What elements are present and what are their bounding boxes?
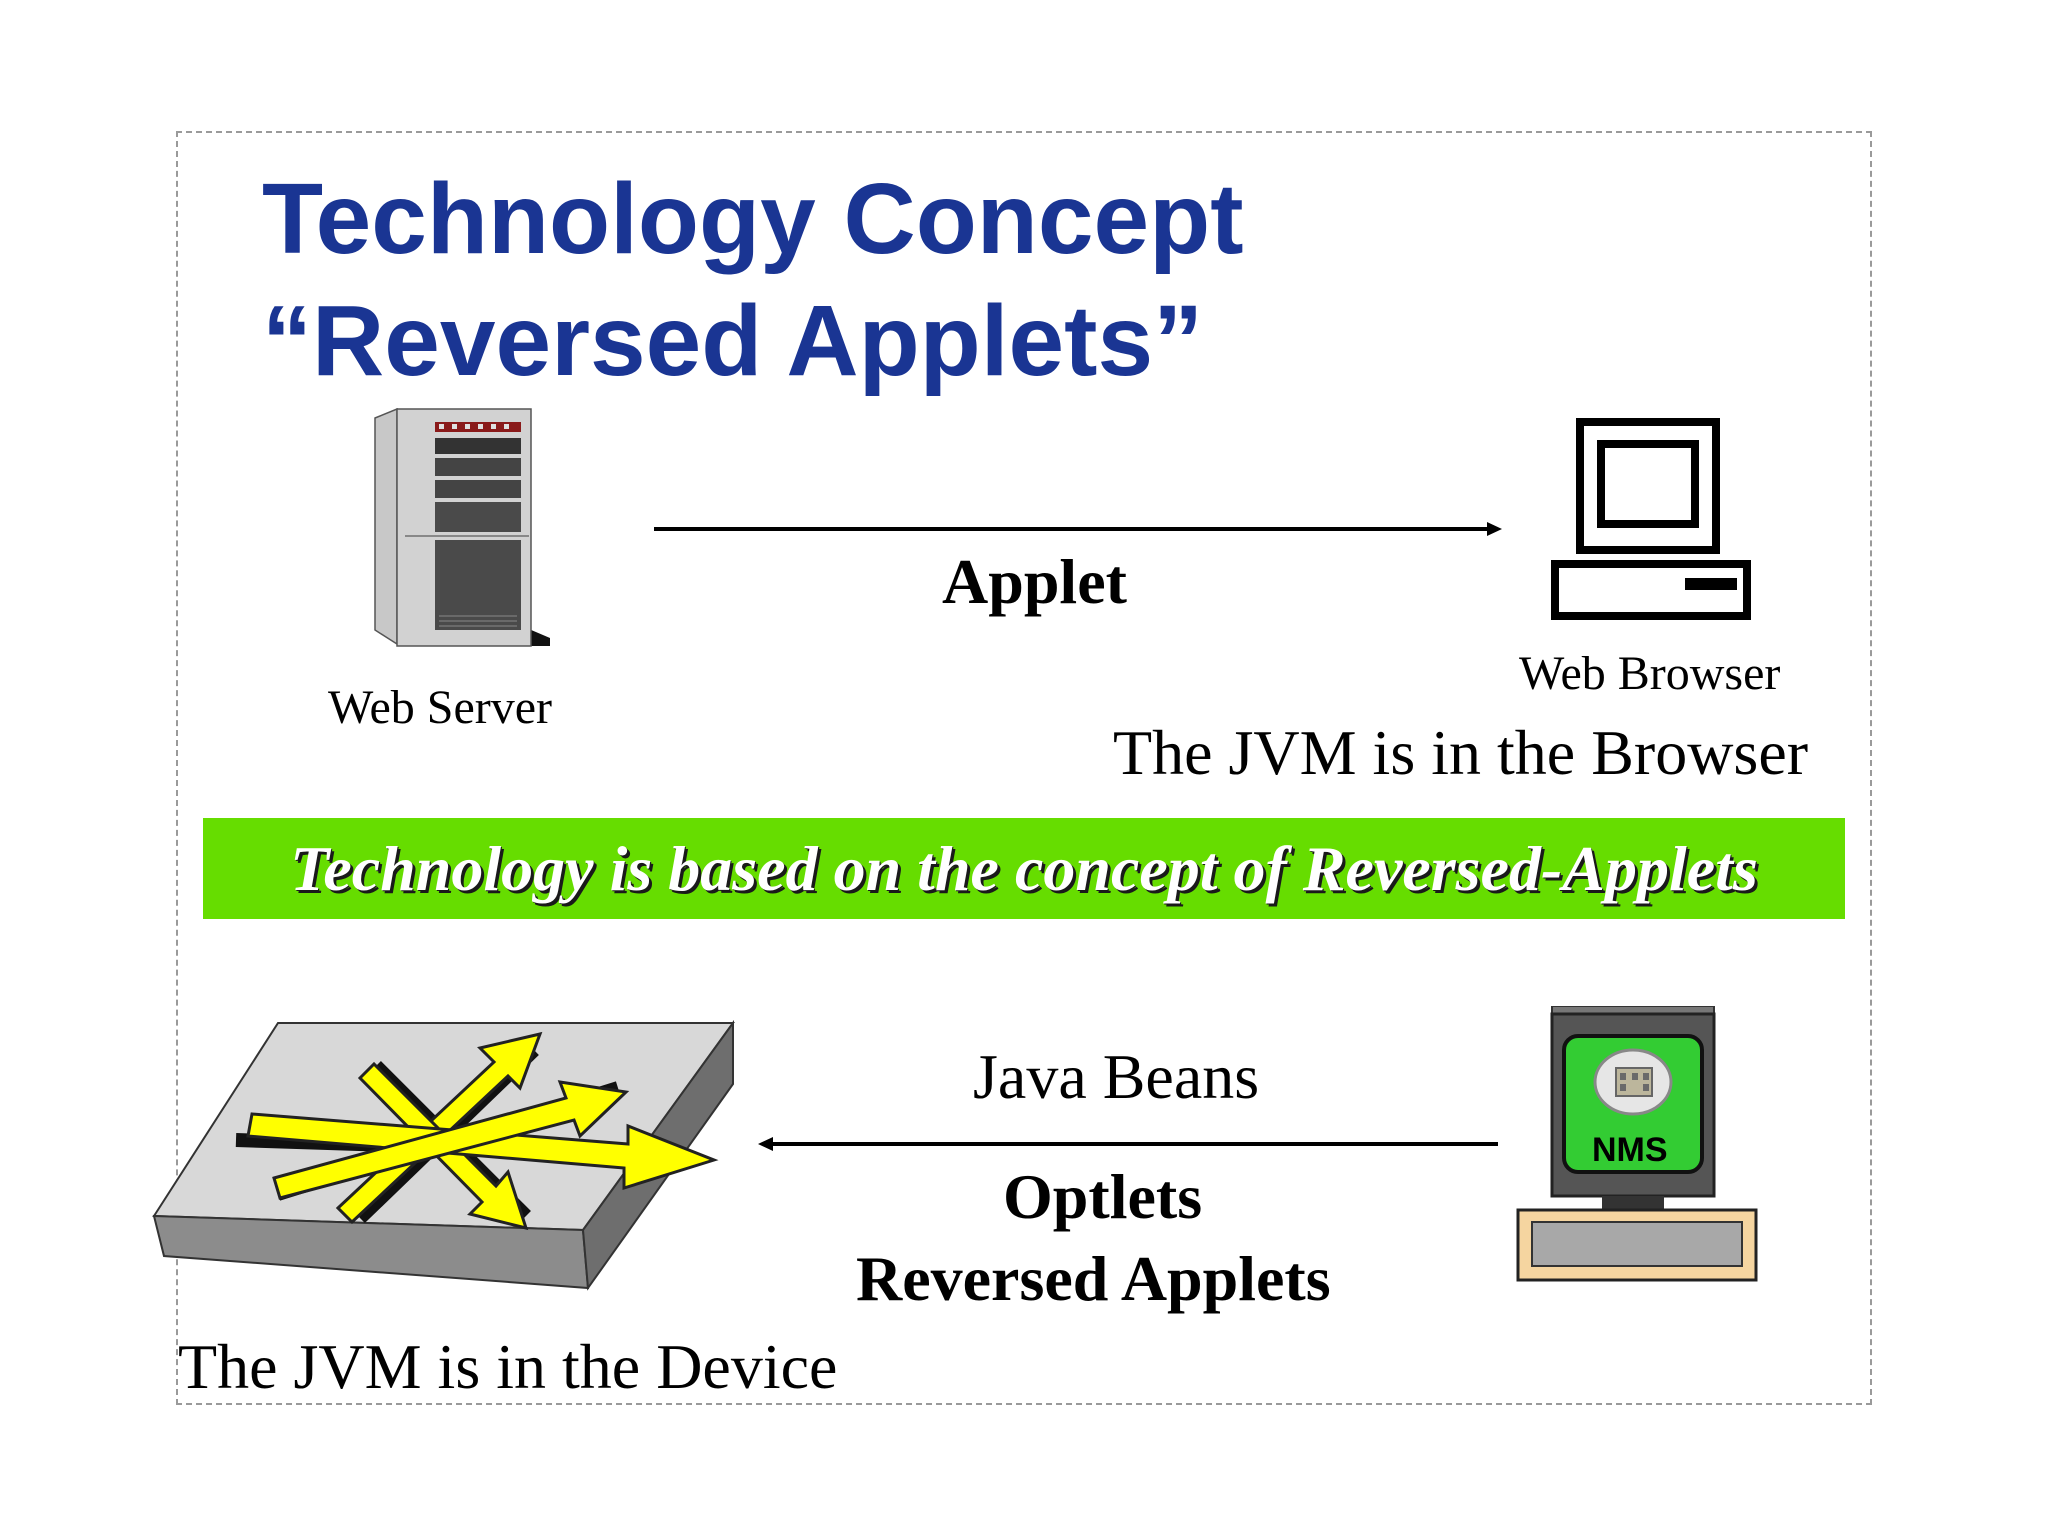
web-browser-label: Web Browser bbox=[1519, 647, 1781, 700]
title-line-1: Technology Concept bbox=[262, 163, 1244, 275]
java-beans-arrow bbox=[758, 1137, 1498, 1151]
computer-icon bbox=[1551, 418, 1751, 620]
applet-arrow bbox=[654, 522, 1502, 536]
nms-computer-icon bbox=[1516, 1006, 1758, 1282]
browser-jvm-caption: The JVM is in the Browser bbox=[1113, 717, 1809, 788]
slide-frame bbox=[176, 131, 1872, 1405]
device-jvm-caption: The JVM is in the Device bbox=[178, 1331, 838, 1402]
nms-label: NMS bbox=[1592, 1131, 1668, 1169]
reversed-applets-label: Reversed Applets bbox=[856, 1243, 1331, 1314]
optlets-label: Optlets bbox=[1003, 1161, 1203, 1232]
banner-text: Technology is based on the concept of Re… bbox=[290, 832, 1758, 904]
title-line-2: “Reversed Applets” bbox=[262, 285, 1204, 397]
concept-banner: Technology is based on the concept of Re… bbox=[203, 818, 1845, 919]
server-icon bbox=[374, 408, 550, 647]
java-beans-label: Java Beans bbox=[973, 1041, 1260, 1112]
network-switch-icon bbox=[152, 1019, 735, 1291]
applet-label: Applet bbox=[942, 546, 1127, 617]
slide-title: Technology Concept “Reversed Applets” bbox=[262, 158, 1244, 402]
web-server-label: Web Server bbox=[328, 681, 553, 734]
